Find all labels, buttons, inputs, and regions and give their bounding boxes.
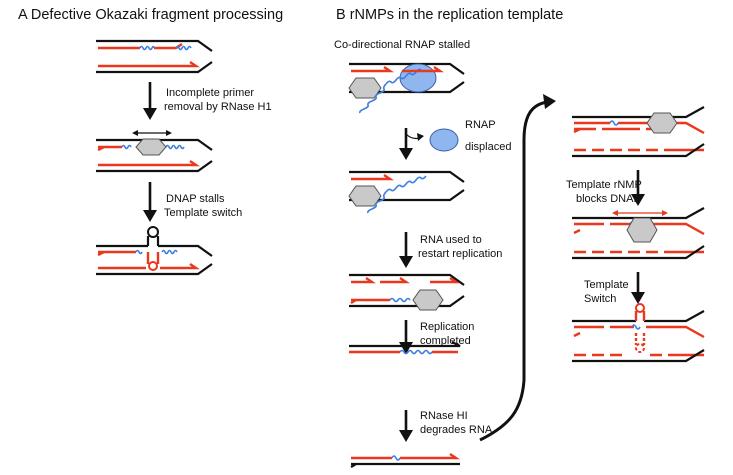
panel-b-step-1-line-2: restart replication xyxy=(418,248,503,260)
panel-b-fork-7 xyxy=(572,207,705,260)
parental-strand-bottom xyxy=(96,61,213,74)
panel-b-step-3-line-1: RNase HI xyxy=(420,410,468,422)
panel-b-step-3-line-2: degrades RNA xyxy=(420,424,493,436)
rna-primer xyxy=(139,45,155,51)
panel-b-caption: Co-directional RNAP stalled xyxy=(334,39,471,51)
rnap-label-line-1: RNAP xyxy=(465,119,496,131)
panel-b-fork-1 xyxy=(348,62,465,114)
panel-a-fork-1 xyxy=(96,39,213,74)
rnap-displaced xyxy=(429,128,459,152)
panel-b-curved-arrow xyxy=(479,94,556,442)
panel-b-step-1-line-1: RNA used to xyxy=(420,234,482,246)
rna-transcript xyxy=(385,68,422,85)
panel-b-arrow-1 xyxy=(399,128,424,160)
panel-b-step-4-line-2: blocks DNAP xyxy=(576,193,641,205)
panel-a-step-1-line-1: Incomplete primer xyxy=(166,87,255,99)
panel-a-arrow-2 xyxy=(143,182,157,222)
panel-b-title: B rNMPs in the replication template xyxy=(336,7,564,23)
panel-b-fork-8 xyxy=(572,303,705,363)
panel-b-step-4-line-1: Template rNMP xyxy=(566,179,642,191)
panel-b-arrow-6 xyxy=(631,272,645,304)
panel-b-step-5-line-2: Switch xyxy=(584,293,617,305)
panel-b-fork-2 xyxy=(348,170,465,214)
red-hairpin xyxy=(146,252,160,264)
rna-primer xyxy=(175,45,192,51)
panel-a-step-2-line-1: DNAP stalls xyxy=(166,193,225,205)
panel-a-title: A Defective Okazaki fragment processing xyxy=(18,7,284,23)
nascent-dna-leading xyxy=(98,61,200,68)
panel-b-fork-3 xyxy=(349,273,465,311)
panel-a-fork-2 xyxy=(96,130,213,173)
hairpin-loop xyxy=(146,236,160,246)
panel-a-step-1-line-2: removal by RNase H1 xyxy=(164,101,272,113)
panel-b-fork-4 xyxy=(349,341,461,355)
dnap-hexagon xyxy=(348,77,382,99)
rnap-label-line-2: displaced xyxy=(465,141,512,153)
panel-a-arrow-1 xyxy=(143,82,157,120)
panel-b-arrow-5 xyxy=(631,170,645,206)
panel-b-arrow-3 xyxy=(399,320,413,354)
panel-a-fork-3 xyxy=(96,226,213,276)
parental-strand-top xyxy=(96,39,213,52)
panel-b-fork-6 xyxy=(572,106,705,158)
panel-b-step-2-line-2: completed xyxy=(420,335,471,347)
panel-b-arrow-2 xyxy=(399,232,413,268)
panel-b-step-5-line-1: Template xyxy=(584,279,629,291)
rna-tail xyxy=(359,83,387,114)
rnap-blob xyxy=(399,63,437,93)
panel-b-fork-5 xyxy=(350,453,460,468)
panel-b-arrow-4 xyxy=(399,410,413,442)
dnap-hexagon xyxy=(135,138,167,156)
panel-b-step-2-line-1: Replication xyxy=(420,321,475,333)
panel-a-step-2-line-2: Template switch xyxy=(164,207,243,219)
